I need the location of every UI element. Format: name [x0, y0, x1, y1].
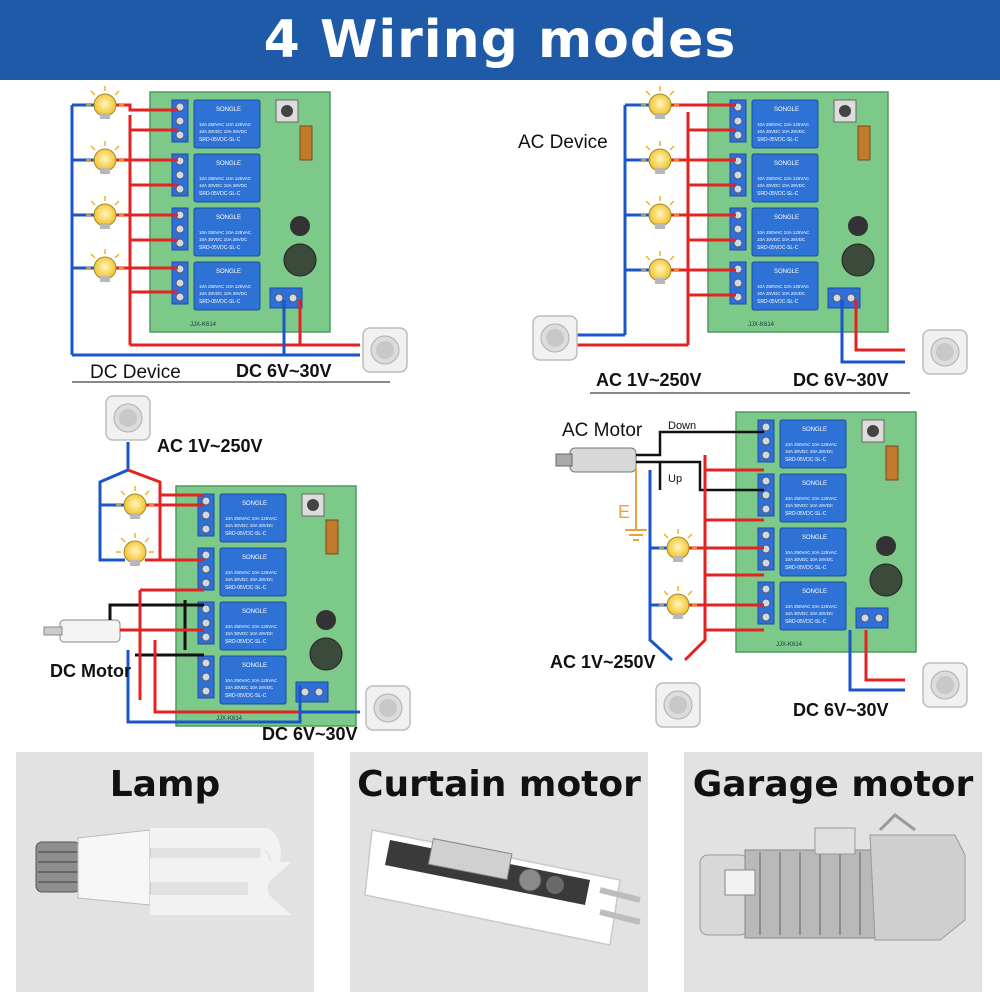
lamp-icon — [658, 585, 698, 620]
page-title: 4 Wiring modes — [263, 10, 737, 70]
power-plug-icon — [532, 315, 578, 361]
dc-supply-label: DC 6V~30V — [793, 700, 889, 720]
lamp-icon — [85, 248, 125, 283]
power-plug-icon — [105, 395, 151, 441]
earth-label: E — [618, 502, 630, 522]
card-title-lamp: Lamp — [109, 764, 221, 805]
ac-supply-label: AC 1V~250V — [550, 652, 656, 672]
panel-ac-device: AC Device AC 1V~250V DC 6V~30V — [518, 85, 968, 394]
lamp-icon — [85, 85, 125, 120]
lamp-icon — [640, 250, 680, 285]
dc-supply-label: DC 6V~30V — [236, 361, 332, 381]
lamp-bulb-icon — [35, 828, 292, 915]
dc-device-label: DC Device — [90, 362, 181, 383]
power-plug-icon — [362, 327, 408, 373]
lamp-icon — [640, 195, 680, 230]
wiring-diagrams: SONGLE 10A 250VAC 10A 125VAC 10A 30VDC 1… — [43, 85, 968, 744]
ac-motor-icon — [569, 447, 637, 473]
lamp-icon — [85, 195, 125, 230]
lamp-icon — [115, 485, 155, 520]
garage-motor-icon — [699, 813, 966, 941]
ac-motor-label: AC Motor — [562, 420, 643, 441]
relay-board-1 — [150, 92, 330, 332]
ac-supply-label: AC 1V~250V — [157, 436, 263, 456]
panel-dc-device: DC Device DC 6V~30V — [70, 85, 408, 383]
title-bar — [0, 0, 1000, 80]
card-title-curtain: Curtain motor — [357, 764, 641, 805]
card-lamp: Lamp — [16, 752, 314, 992]
card-garage-motor: Garage motor — [684, 752, 982, 992]
dc-supply-label: DC 6V~30V — [262, 724, 358, 744]
panel-ac-motor: AC Motor Down Up E AC 1V~250V DC 6V~30V — [550, 412, 968, 728]
dc-supply-label: DC 6V~30V — [793, 370, 889, 390]
power-plug-icon — [922, 662, 968, 708]
relay-board-4 — [736, 412, 916, 652]
card-curtain-motor: Curtain motor — [350, 752, 648, 992]
lamp-icon — [640, 140, 680, 175]
card-title-garage: Garage motor — [692, 764, 974, 805]
dc-motor-label: DC Motor — [50, 661, 131, 681]
ac-supply-label: AC 1V~250V — [596, 370, 702, 390]
curtain-motor-icon — [364, 829, 641, 946]
power-plug-icon — [922, 329, 968, 375]
power-plug-icon — [365, 685, 411, 731]
lamp-icon — [658, 528, 698, 563]
panel-dc-motor: AC 1V~250V DC Motor DC 6V~30V — [43, 395, 411, 744]
ac-device-label: AC Device — [518, 132, 608, 153]
up-label: Up — [668, 473, 682, 485]
lamp-icon — [85, 140, 125, 175]
down-label: Down — [668, 420, 696, 432]
lamp-icon — [640, 85, 680, 120]
power-plug-icon — [655, 682, 701, 728]
dc-motor-icon — [59, 619, 121, 643]
